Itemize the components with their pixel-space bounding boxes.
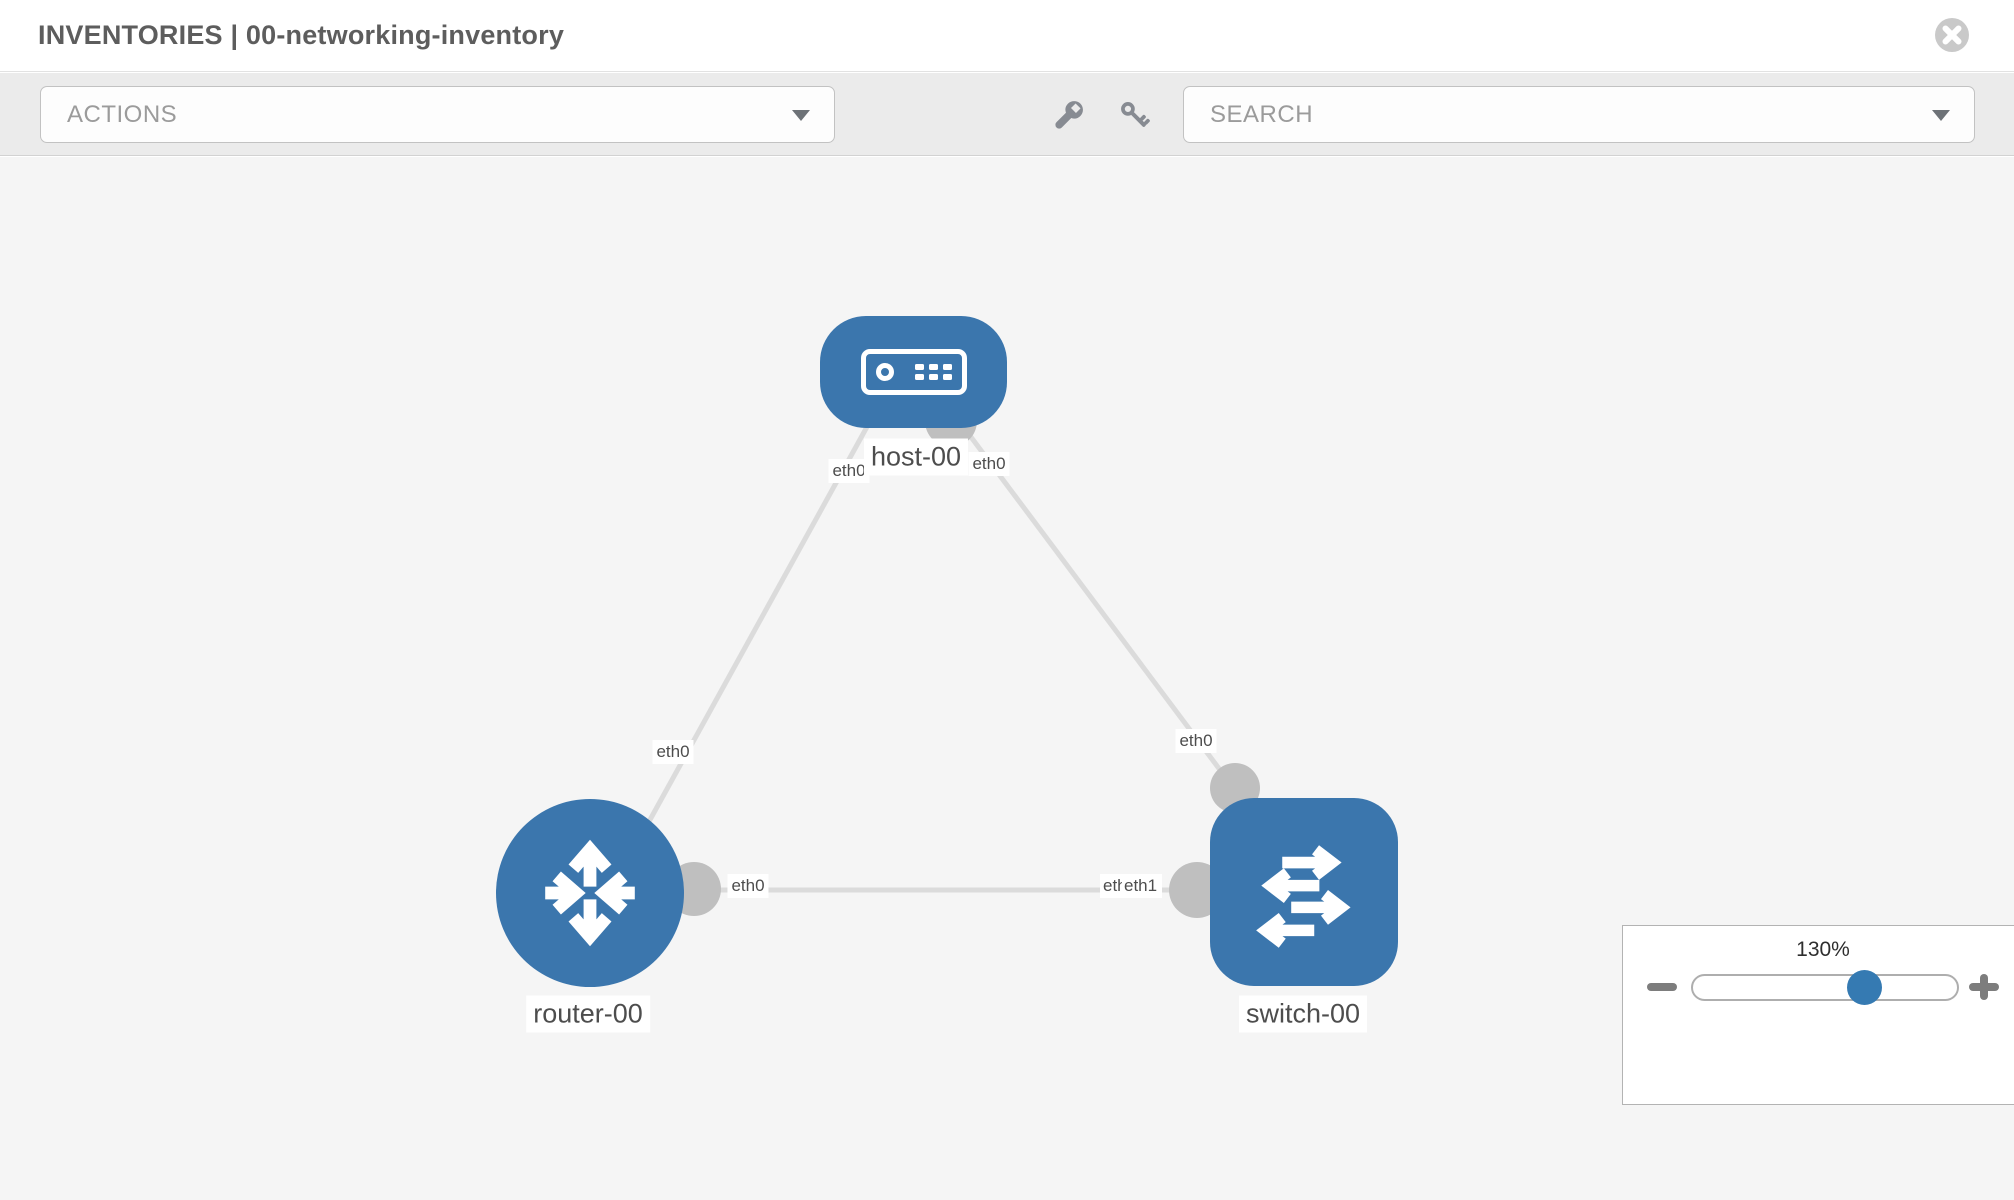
search-dropdown[interactable]: SEARCH [1183, 86, 1975, 143]
wrench-button[interactable] [1048, 96, 1088, 136]
close-icon [1935, 18, 1969, 52]
zoom-slider-track[interactable] [1691, 974, 1959, 1001]
iface-label-router-switch-router-side: eth0 [727, 874, 769, 898]
node-label-switch: switch-00 [1238, 995, 1368, 1033]
host-icon-led [875, 363, 894, 381]
iface-label-host-router-host-side: eth0 [828, 459, 870, 483]
node-router[interactable] [496, 799, 684, 987]
router-icon [545, 839, 635, 947]
iface-label-host-switch-host-side: eth0 [968, 452, 1010, 476]
node-switch[interactable] [1210, 798, 1398, 986]
zoom-out-button[interactable] [1647, 983, 1677, 991]
switch-icon [1256, 845, 1351, 948]
close-button[interactable] [1933, 16, 1971, 54]
iface-label-router-switch-switch-side-overlapped: eth1 [1100, 874, 1124, 898]
search-placeholder: SEARCH [1210, 100, 1314, 128]
iface-label-host-switch-switch-side: eth0 [1175, 729, 1217, 753]
actions-dropdown[interactable]: ACTIONS [40, 86, 835, 143]
node-label-host: host-00 [863, 438, 969, 476]
chevron-down-icon [792, 109, 810, 121]
actions-dropdown-placeholder: ACTIONS [67, 100, 178, 128]
zoom-slider-handle[interactable] [1847, 970, 1882, 1005]
toolbar: ACTIONS SEARCH [0, 73, 2014, 156]
page-title: INVENTORIES | 00-networking-inventory [38, 20, 565, 50]
host-icon [860, 349, 967, 395]
node-host[interactable] [820, 316, 1007, 428]
zoom-panel: 130% [1622, 925, 2014, 1105]
host-icon-vents [914, 364, 952, 380]
node-label-router: router-00 [526, 995, 650, 1033]
key-button[interactable] [1115, 96, 1155, 136]
iface-label-router-switch-switch-side: eth1 [1122, 874, 1163, 898]
link-host-router [643, 423, 871, 829]
key-icon [1121, 102, 1150, 127]
wrench-icon [1055, 101, 1083, 129]
zoom-level-value: 130% [1796, 938, 1850, 961]
zoom-in-button[interactable] [1969, 974, 1999, 1000]
chevron-down-icon [1932, 109, 1950, 121]
header: INVENTORIES | 00-networking-inventory [0, 0, 2014, 72]
iface-label-host-router-router-side: eth0 [652, 740, 694, 764]
